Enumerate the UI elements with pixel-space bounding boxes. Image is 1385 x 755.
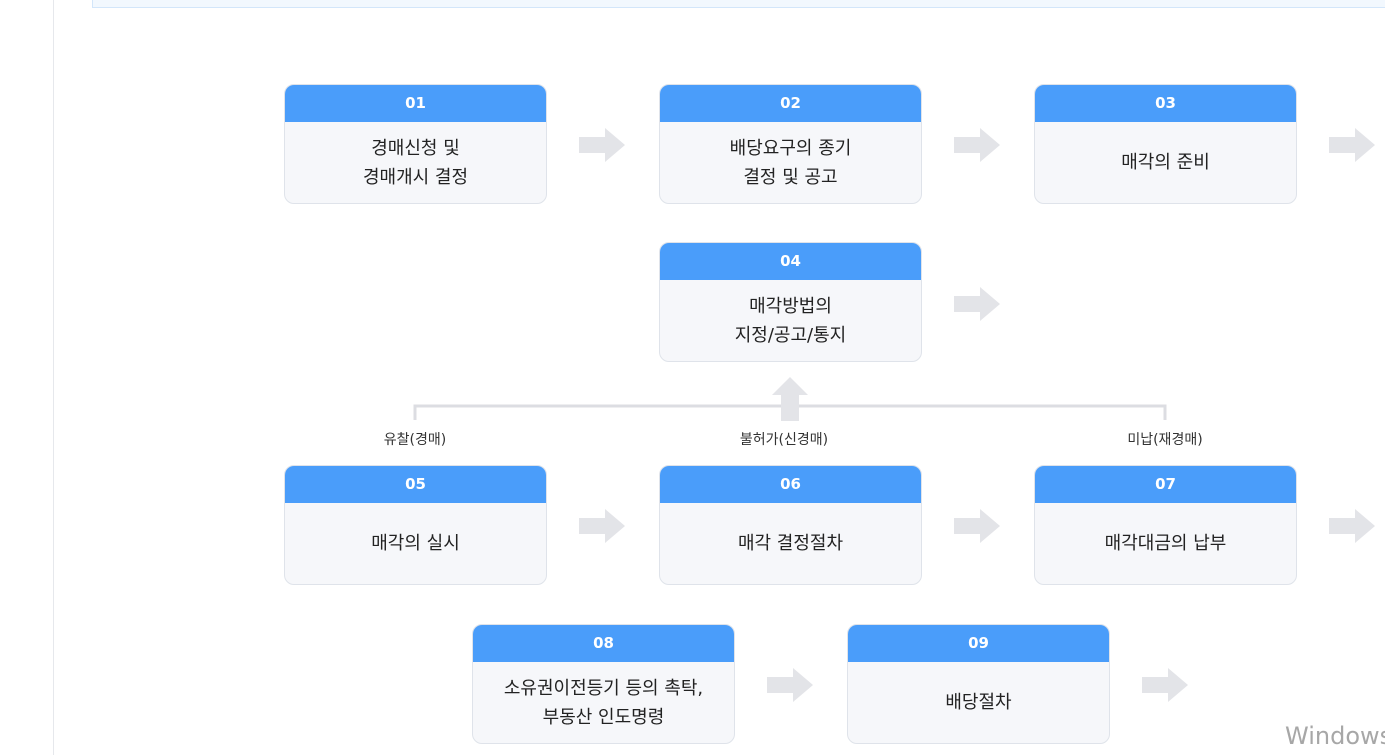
right-arrow-icon [954, 509, 1002, 543]
step-title: 배당요구의 종기 결정 및 공고 [729, 137, 852, 188]
step-card-01: 01 경매신청 및 경매개시 결정 [284, 84, 547, 204]
branch-label-failed-bid: 유찰(경매) [383, 432, 447, 448]
step-number: 03 [1035, 85, 1296, 122]
windows-activation-watermark: Windows [1285, 722, 1385, 750]
top-info-banner [92, 0, 1385, 8]
right-arrow-icon [579, 128, 627, 162]
step-number: 02 [660, 85, 921, 122]
step-card-07: 07 매각대금의 납부 [1034, 465, 1297, 585]
step-title: 경매신청 및 경매개시 결정 [362, 137, 469, 188]
step-number: 08 [473, 625, 734, 662]
step-title: 배당절차 [945, 692, 1012, 713]
step-title: 매각의 실시 [371, 533, 460, 554]
step-card-05: 05 매각의 실시 [284, 465, 547, 585]
step-number: 04 [660, 243, 921, 280]
step-number: 09 [848, 625, 1109, 662]
step-card-09: 09 배당절차 [847, 624, 1110, 744]
step-number: 06 [660, 466, 921, 503]
step-title: 매각방법의 지정/공고/통지 [734, 295, 847, 346]
step-card-04: 04 매각방법의 지정/공고/통지 [659, 242, 922, 362]
branch-label-disallowed: 불허가(신경매) [739, 432, 829, 448]
step-title: 매각의 준비 [1121, 152, 1210, 173]
step-number: 01 [285, 85, 546, 122]
step-title: 매각 결정절차 [737, 533, 844, 554]
right-arrow-icon [1329, 128, 1377, 162]
step-title: 소유권이전등기 등의 촉탁, 부동산 인도명령 [503, 677, 704, 728]
right-arrow-icon [1142, 668, 1190, 702]
right-arrow-icon [954, 128, 1002, 162]
step-card-03: 03 매각의 준비 [1034, 84, 1297, 204]
right-arrow-icon [1329, 509, 1377, 543]
step-card-06: 06 매각 결정절차 [659, 465, 922, 585]
right-arrow-icon [579, 509, 627, 543]
right-arrow-icon [954, 287, 1002, 321]
up-arrow-icon [772, 377, 808, 421]
left-divider [53, 0, 54, 755]
step-title: 매각대금의 납부 [1104, 533, 1227, 554]
right-arrow-icon [767, 668, 815, 702]
step-number: 07 [1035, 466, 1296, 503]
step-number: 05 [285, 466, 546, 503]
branch-label-unpaid: 미납(재경매) [1127, 432, 1203, 448]
step-card-02: 02 배당요구의 종기 결정 및 공고 [659, 84, 922, 204]
step-card-08: 08 소유권이전등기 등의 촉탁, 부동산 인도명령 [472, 624, 735, 744]
